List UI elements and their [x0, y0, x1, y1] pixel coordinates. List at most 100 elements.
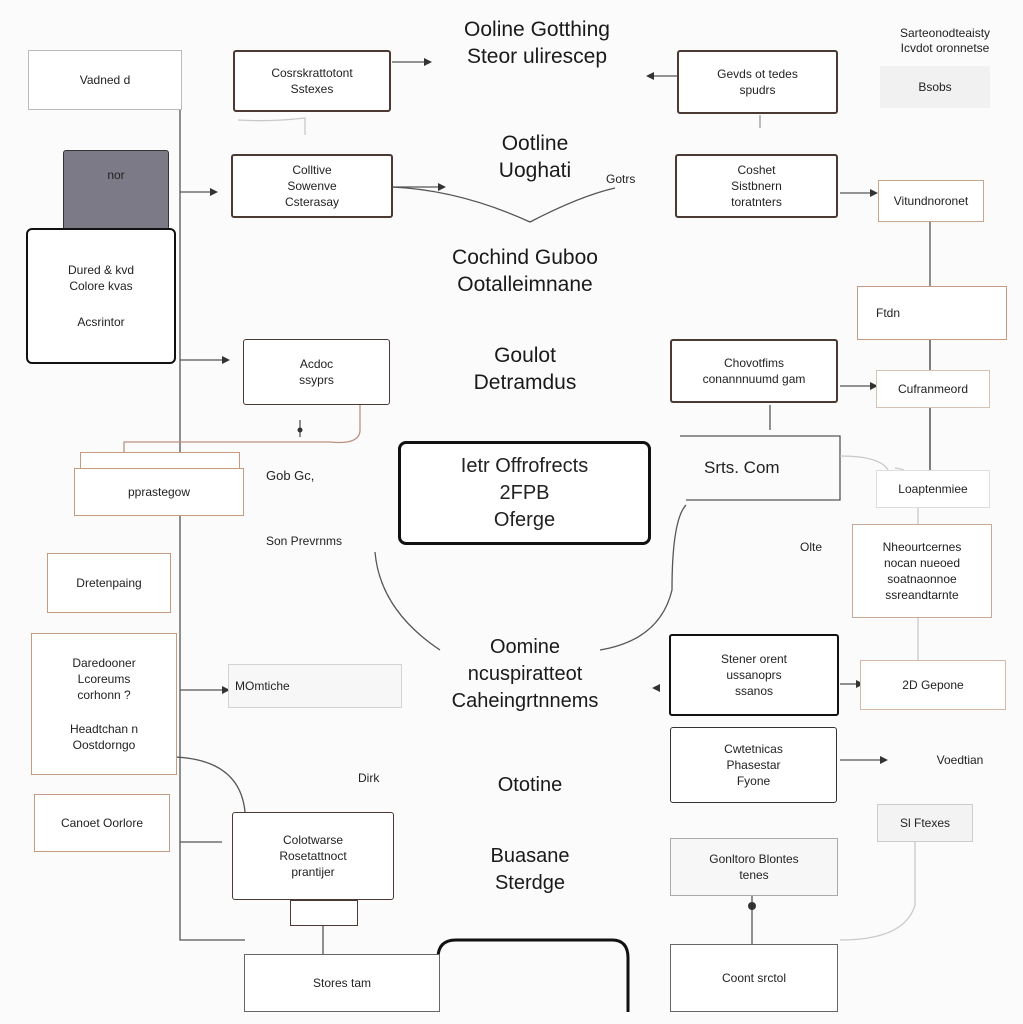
section-title-6-line-1: Ototine [497, 774, 563, 796]
central-node-line-2: 2FPB [499, 481, 550, 504]
node-nheourtcernes-line-3: soatnaonnoe [887, 572, 957, 586]
central-node-line-3: Oferge [493, 508, 556, 531]
node-cosrskrattotont: Cosrskrattotont Sstexes [233, 50, 391, 112]
node-daredooner-line-5: Headtchan n [69, 722, 139, 736]
node-coont-srctol: Coont srctol [670, 944, 838, 1012]
node-daredooner-line-1: Daredooner [72, 656, 136, 670]
diagram-title: Ooline Gotthing Steor ulirescep [412, 16, 662, 70]
node-dretenpaing: Dretenpaing [47, 553, 171, 613]
label-gob-gc: Gob Gc, [266, 468, 315, 483]
node-daredooner-line-2: Lcoreums [77, 672, 131, 686]
section-title-5-line-2: ncuspiratteot [467, 663, 583, 685]
title-line-1: Ooline Gotthing [464, 18, 610, 41]
node-momtiche: MOmtiche [228, 664, 402, 708]
node-gevds: Gevds ot tedes spudrs [677, 50, 838, 114]
node-coshet-line-2: Sistbnern [731, 179, 782, 193]
node-nheourtcernes: Nheourtcernes nocan nueoed soatnaonnoe s… [852, 524, 992, 618]
section-title-7: Buasane Sterdge [450, 843, 610, 897]
node-vadned: Vadned d [28, 50, 182, 110]
node-daredooner-line-3: corhonn ? [77, 688, 131, 702]
section-title-7-line-1: Buasane [490, 845, 570, 867]
node-nheourtcernes-line-4: ssreandtarnte [885, 588, 959, 602]
label-srts-com: Srts. Com [704, 458, 780, 477]
node-vadned-label: Vadned d [79, 73, 131, 87]
section-title-4: Goulot Detramdus [430, 342, 620, 396]
label-olte: Olte [800, 540, 823, 554]
section-title-4-line-1: Goulot [494, 344, 556, 367]
central-node: Ietr Offrofrects 2FPB Oferge [398, 441, 651, 545]
node-dured: Dured & kvd Colore kvas Acsrintor [26, 228, 176, 364]
node-gevds-line-2: spudrs [739, 83, 776, 97]
node-daredooner-line-6: Oostdorngo [72, 738, 136, 752]
node-colotwarse-line-2: Rosetattnoct [279, 849, 347, 863]
node-colotwarse: Colotwarse Rosetattnoct prantijer [232, 812, 394, 900]
node-nor: nor [63, 150, 169, 230]
node-nor-label: nor [107, 168, 125, 182]
top-right-note-line-2: Icvdot oronnetse [900, 41, 990, 55]
node-sl-ftexes: Sl Ftexes [877, 804, 973, 842]
top-right-note-line-1: Sarteonodteaisty [899, 26, 991, 40]
node-coshet: Coshet Sistbnern toratnters [675, 154, 838, 218]
node-stores-tam: Stores tam [244, 954, 440, 1012]
section-title-5: Oomine ncuspiratteot Caheingrtnnems [410, 634, 640, 715]
node-voedtian-label: Voedtian [936, 753, 984, 767]
node-2d-gepone-label: 2D Gepone [902, 678, 964, 692]
node-ftdn: Ftdn [857, 286, 1007, 340]
node-loaptenmiee: Loaptenmiee [876, 470, 990, 508]
section-title-2-line-1: Ootline [501, 132, 569, 155]
node-sl-ftexes-label: Sl Ftexes [899, 816, 950, 830]
node-cwtetnicas-line-2: Phasestar [726, 758, 781, 772]
node-coshet-line-1: Coshet [737, 163, 776, 177]
node-pprastegow-label: pprastegow [127, 485, 191, 499]
node-stener-line-3: ssanos [734, 684, 774, 698]
node-colltive-line-3: Csterasay [284, 195, 340, 209]
node-vitundnoronet-label: Vitundnoronet [893, 194, 969, 208]
label-son-prevrnms: Son Prevrnms [266, 534, 343, 548]
node-voedtian: Voedtian [920, 740, 1000, 780]
section-title-2: Ootline Uoghati [440, 130, 630, 184]
node-stener-line-1: Stener orent [720, 652, 788, 666]
node-cufranmeord-label: Cufranmeord [897, 382, 969, 396]
node-stener-line-2: ussanoprs [726, 668, 782, 682]
node-cwtetnicas-line-3: Fyone [736, 774, 771, 788]
node-colotwarse-line-1: Colotwarse [282, 833, 344, 847]
label-dirk: Dirk [358, 771, 380, 785]
label-gotrs: Gotrs [606, 172, 636, 186]
node-cosrskrattotont-line-1: Cosrskrattotont [271, 66, 353, 80]
section-title-5-line-3: Caheingrtnnems [451, 690, 599, 712]
section-title-2-line-2: Uoghati [498, 159, 572, 182]
node-vitundnoronet: Vitundnoronet [878, 180, 984, 222]
node-acdoc-line-2: ssyprs [299, 373, 334, 387]
node-chovotfims-line-1: Chovotfims [723, 356, 785, 370]
top-right-note: Sarteonodteaisty Icvdot oronnetse [880, 26, 1010, 56]
node-cwtetnicas-line-1: Cwtetnicas [724, 742, 783, 756]
node-colltive: Colltive Sowenve Csterasay [231, 154, 393, 218]
node-coont-srctol-label: Coont srctol [721, 971, 787, 985]
node-gonltoro-line-1: Gonltoro Blontes [709, 852, 799, 866]
node-dretenpaing-label: Dretenpaing [76, 576, 142, 590]
node-cwtetnicas: Cwtetnicas Phasestar Fyone [670, 727, 837, 803]
node-momtiche-label: MOmtiche [235, 679, 290, 693]
node-dured-line-1: Dured & kvd [67, 263, 135, 277]
node-ftdn-label: Ftdn [876, 306, 901, 320]
node-daredooner: Daredooner Lcoreums corhonn ? Headtchan … [31, 633, 177, 775]
node-2d-gepone: 2D Gepone [860, 660, 1006, 710]
node-colltive-line-2: Sowenve [287, 179, 337, 193]
node-canoet: Canoet Oorlore [34, 794, 170, 852]
node-acdoc: Acdoc ssyprs [243, 339, 390, 405]
node-dured-line-4: Acsrintor [77, 315, 125, 329]
node-cosrskrattotont-line-2: Sstexes [290, 82, 334, 96]
title-line-2: Steor ulirescep [466, 45, 608, 68]
section-title-5-line-1: Oomine [489, 636, 561, 658]
central-node-line-1: Ietr Offrofrects [460, 454, 589, 477]
section-title-4-line-2: Detramdus [473, 371, 577, 394]
section-title-3-line-1: Cochind Guboo [452, 246, 598, 269]
node-nheourtcernes-line-1: Nheourtcernes [882, 540, 962, 554]
section-title-6: Ototine [450, 772, 610, 799]
node-loaptenmiee-label: Loaptenmiee [898, 482, 968, 496]
node-stener: Stener orent ussanoprs ssanos [669, 634, 839, 716]
node-colotwarse-base [290, 900, 358, 926]
section-title-3-line-2: Ootalleimnane [457, 273, 593, 296]
node-cufranmeord: Cufranmeord [876, 370, 990, 408]
node-bsobs: Bsobs [880, 66, 990, 108]
